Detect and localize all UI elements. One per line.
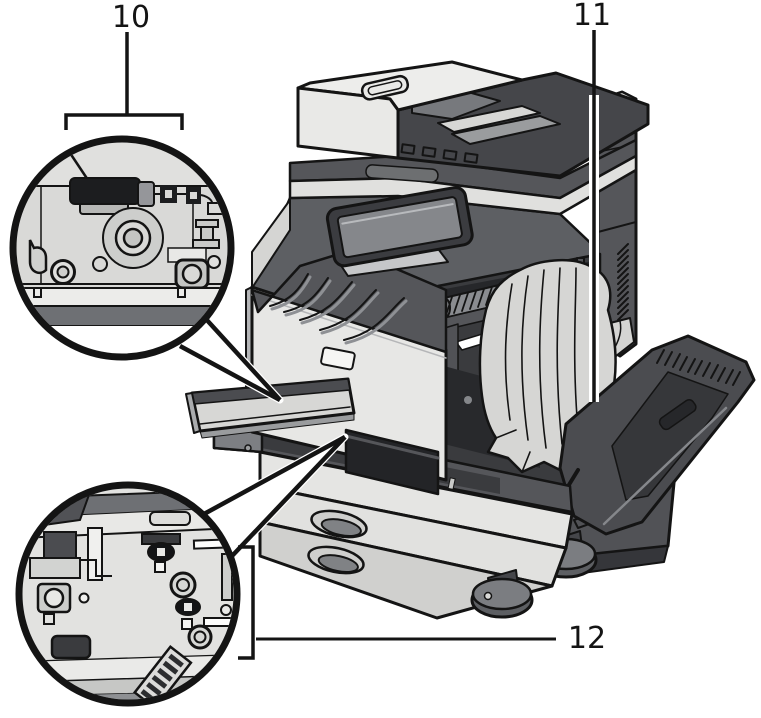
adf-notches [400,143,479,164]
callout-12-label: 12 [568,621,606,656]
magnifier-ring [15,481,241,707]
callout-10: 10 [64,0,184,130]
lower-front-opening [344,428,440,496]
hook-latch-block [36,582,72,625]
vent-slots [617,243,629,321]
adf-unit [296,60,650,178]
bracket-12 [238,545,255,660]
output-ramp [250,248,448,354]
callout-10-label: 10 [112,0,150,35]
door-edge-highlight [602,406,728,526]
dark-grip-knob [50,634,92,660]
logo-badge [320,346,356,371]
callout-11: 11 [573,0,611,33]
door-ribs [656,349,741,386]
control-panel [325,186,474,277]
hook-bracket [28,239,48,274]
bracket-10 [64,113,184,130]
tray-2-handle [307,545,365,575]
leader-wedge-12 [200,433,349,560]
door-handle-recess [658,399,697,431]
door-inner-tray [611,371,729,501]
printer-illustration [185,60,756,620]
feed-knob-dial [102,207,164,269]
thumb-knob-upper [147,542,175,573]
deck-handle-recess [365,164,439,183]
adf-top-handle [360,74,410,101]
touchscreen [336,196,463,259]
detail-circle-tray-interior [15,481,241,707]
magnifier-ring [9,135,235,361]
paper-tray-stack [258,450,574,620]
callout-12: 12 [238,545,606,660]
platen-cover-front [296,86,400,160]
jam-release-lever [69,177,155,215]
ribbed-track [132,644,193,700]
tray-1-handle [310,509,368,539]
thumb-knob-lower [175,598,201,630]
callout-11-label: 11 [573,0,611,33]
spool-post [192,219,220,249]
adf-paper-slab [437,105,541,133]
caster-wheel [470,569,534,619]
